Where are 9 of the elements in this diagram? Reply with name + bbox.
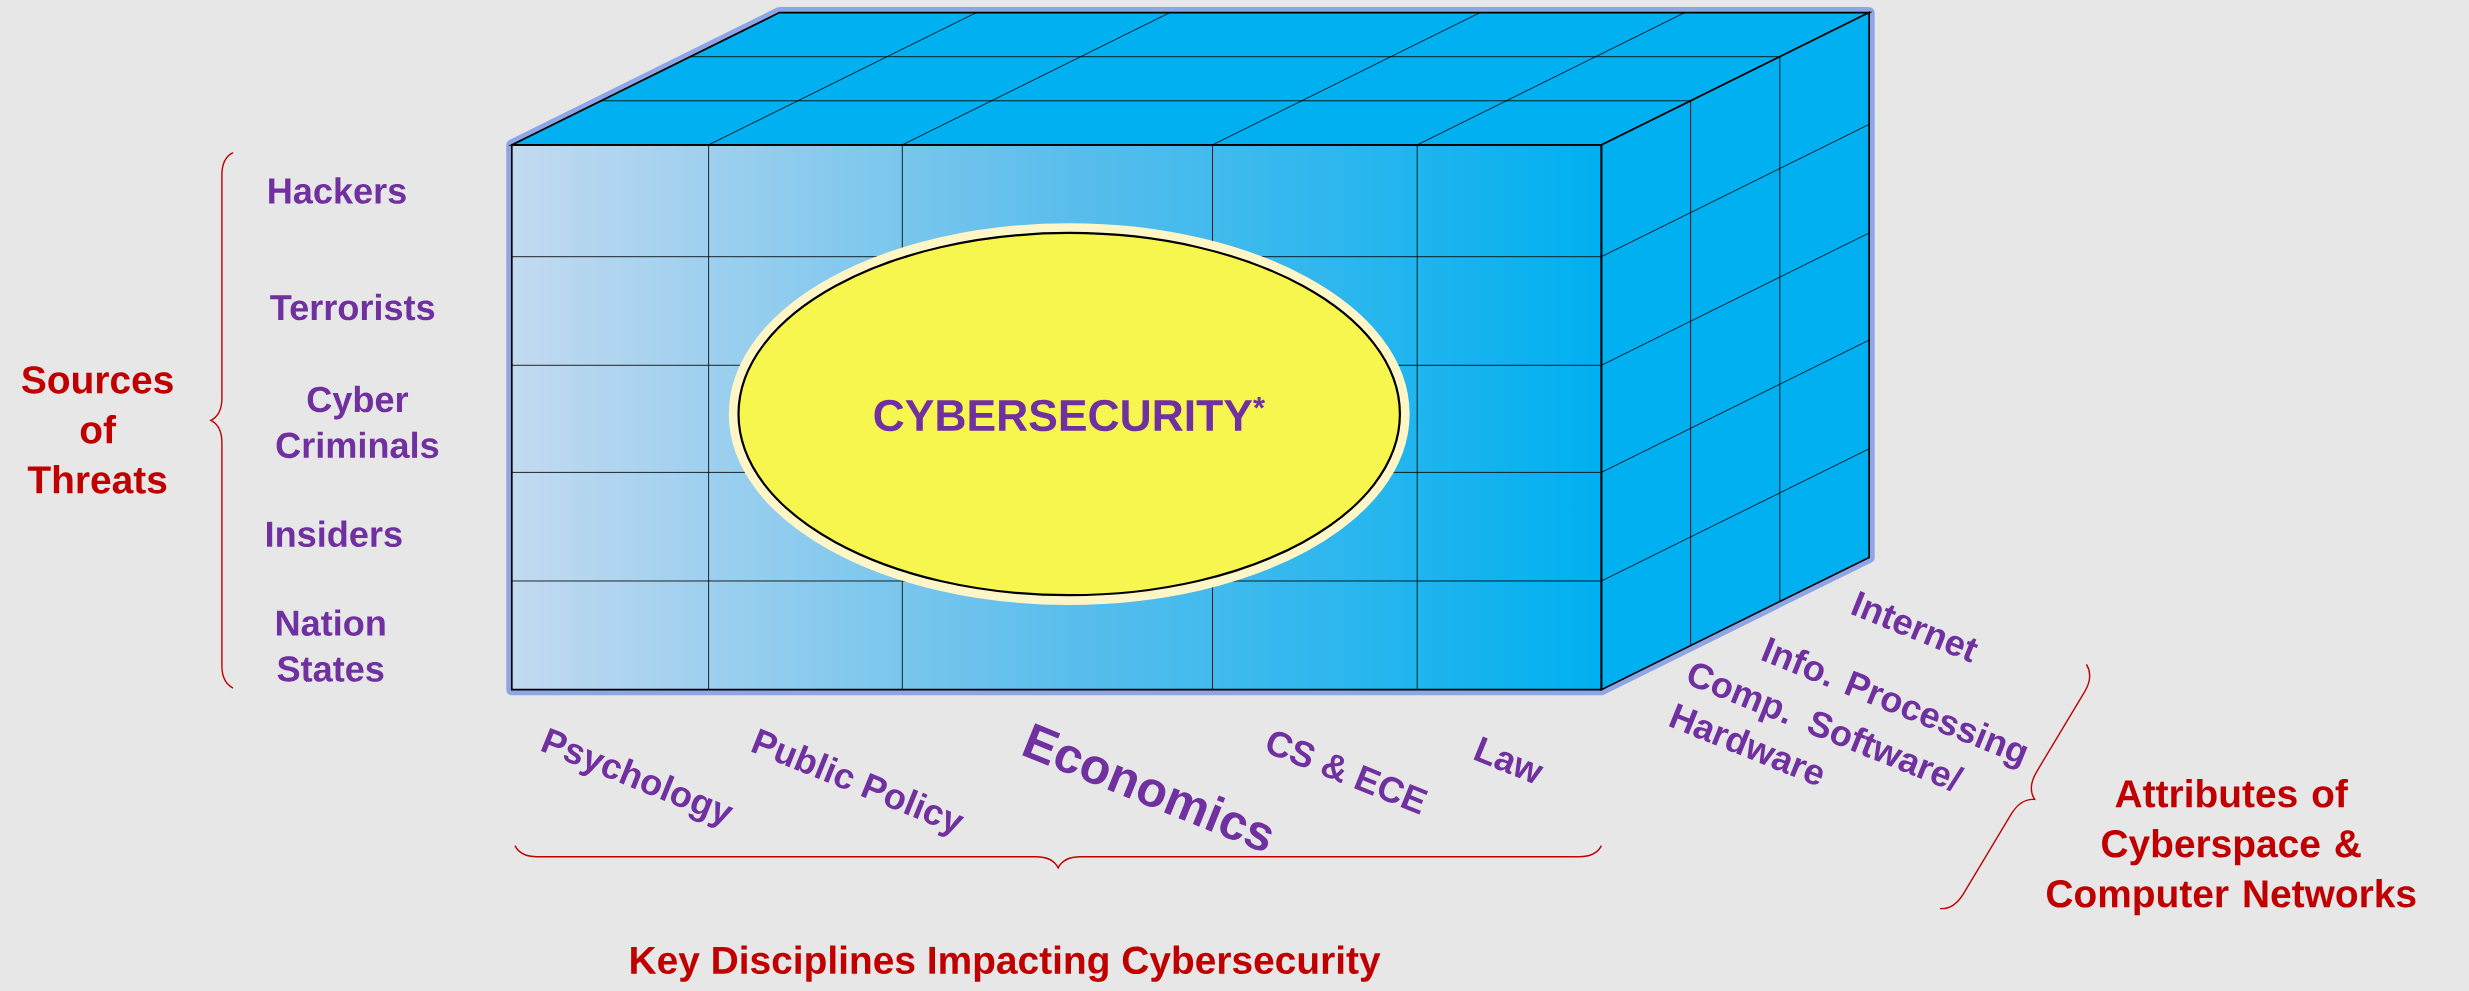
group-heading: Sources of Threats: [22, 366, 173, 494]
threat-label: Insiders: [267, 520, 402, 548]
threat-label: Terrorists: [270, 293, 435, 321]
discipline-label: Law: [1473, 736, 1544, 784]
group-heading: Attributes of Cyberspace & Computer Networks: [2047, 779, 2416, 916]
threat-label: Nation States: [276, 609, 385, 682]
threat-label: Cyber Criminals: [276, 385, 439, 459]
group-heading: Key Disciplines Impacting Cybersecurity: [631, 945, 1381, 982]
threat-label: Hackers: [269, 177, 406, 204]
